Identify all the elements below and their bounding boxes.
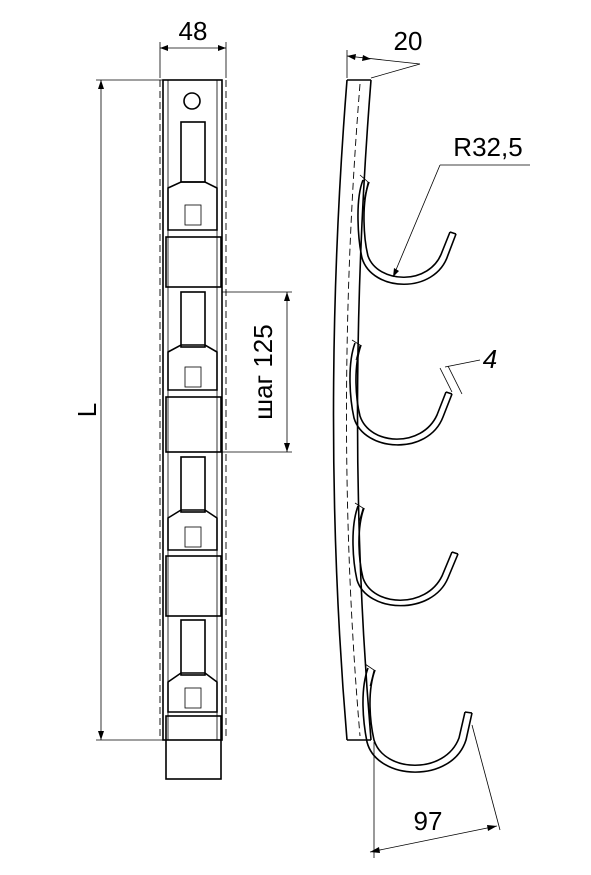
length-label: L xyxy=(72,403,102,417)
side-view xyxy=(332,50,530,858)
dim-pitch xyxy=(222,291,292,453)
hook-front-3 xyxy=(165,456,222,617)
dim-length xyxy=(96,79,166,741)
dim-width xyxy=(159,42,227,78)
rail-outline xyxy=(162,79,223,741)
hook-side-1 xyxy=(357,174,457,286)
dim-wire xyxy=(439,359,481,395)
mounting-hole xyxy=(183,92,201,110)
dim-radius-leader xyxy=(392,164,530,278)
side-thickness-label: 20 xyxy=(394,26,423,56)
hook-side-3 xyxy=(352,502,459,607)
dim-depth xyxy=(369,724,501,858)
wire-label: 4 xyxy=(483,344,497,374)
depth-label: 97 xyxy=(414,806,443,836)
pitch-label: шаг 125 xyxy=(248,324,278,419)
front-view xyxy=(96,42,292,780)
hook-front-4 xyxy=(165,619,222,780)
hook-front-1 xyxy=(165,121,222,288)
side-rail-inner xyxy=(356,79,372,741)
hook-side-4 xyxy=(362,663,473,773)
width-label: 48 xyxy=(179,16,208,46)
side-rail-outer xyxy=(332,79,348,741)
hook-front-2 xyxy=(165,291,222,453)
radius-label: R32,5 xyxy=(453,132,522,162)
hook-side-2 xyxy=(349,339,453,446)
dim-thickness-side xyxy=(346,50,421,79)
